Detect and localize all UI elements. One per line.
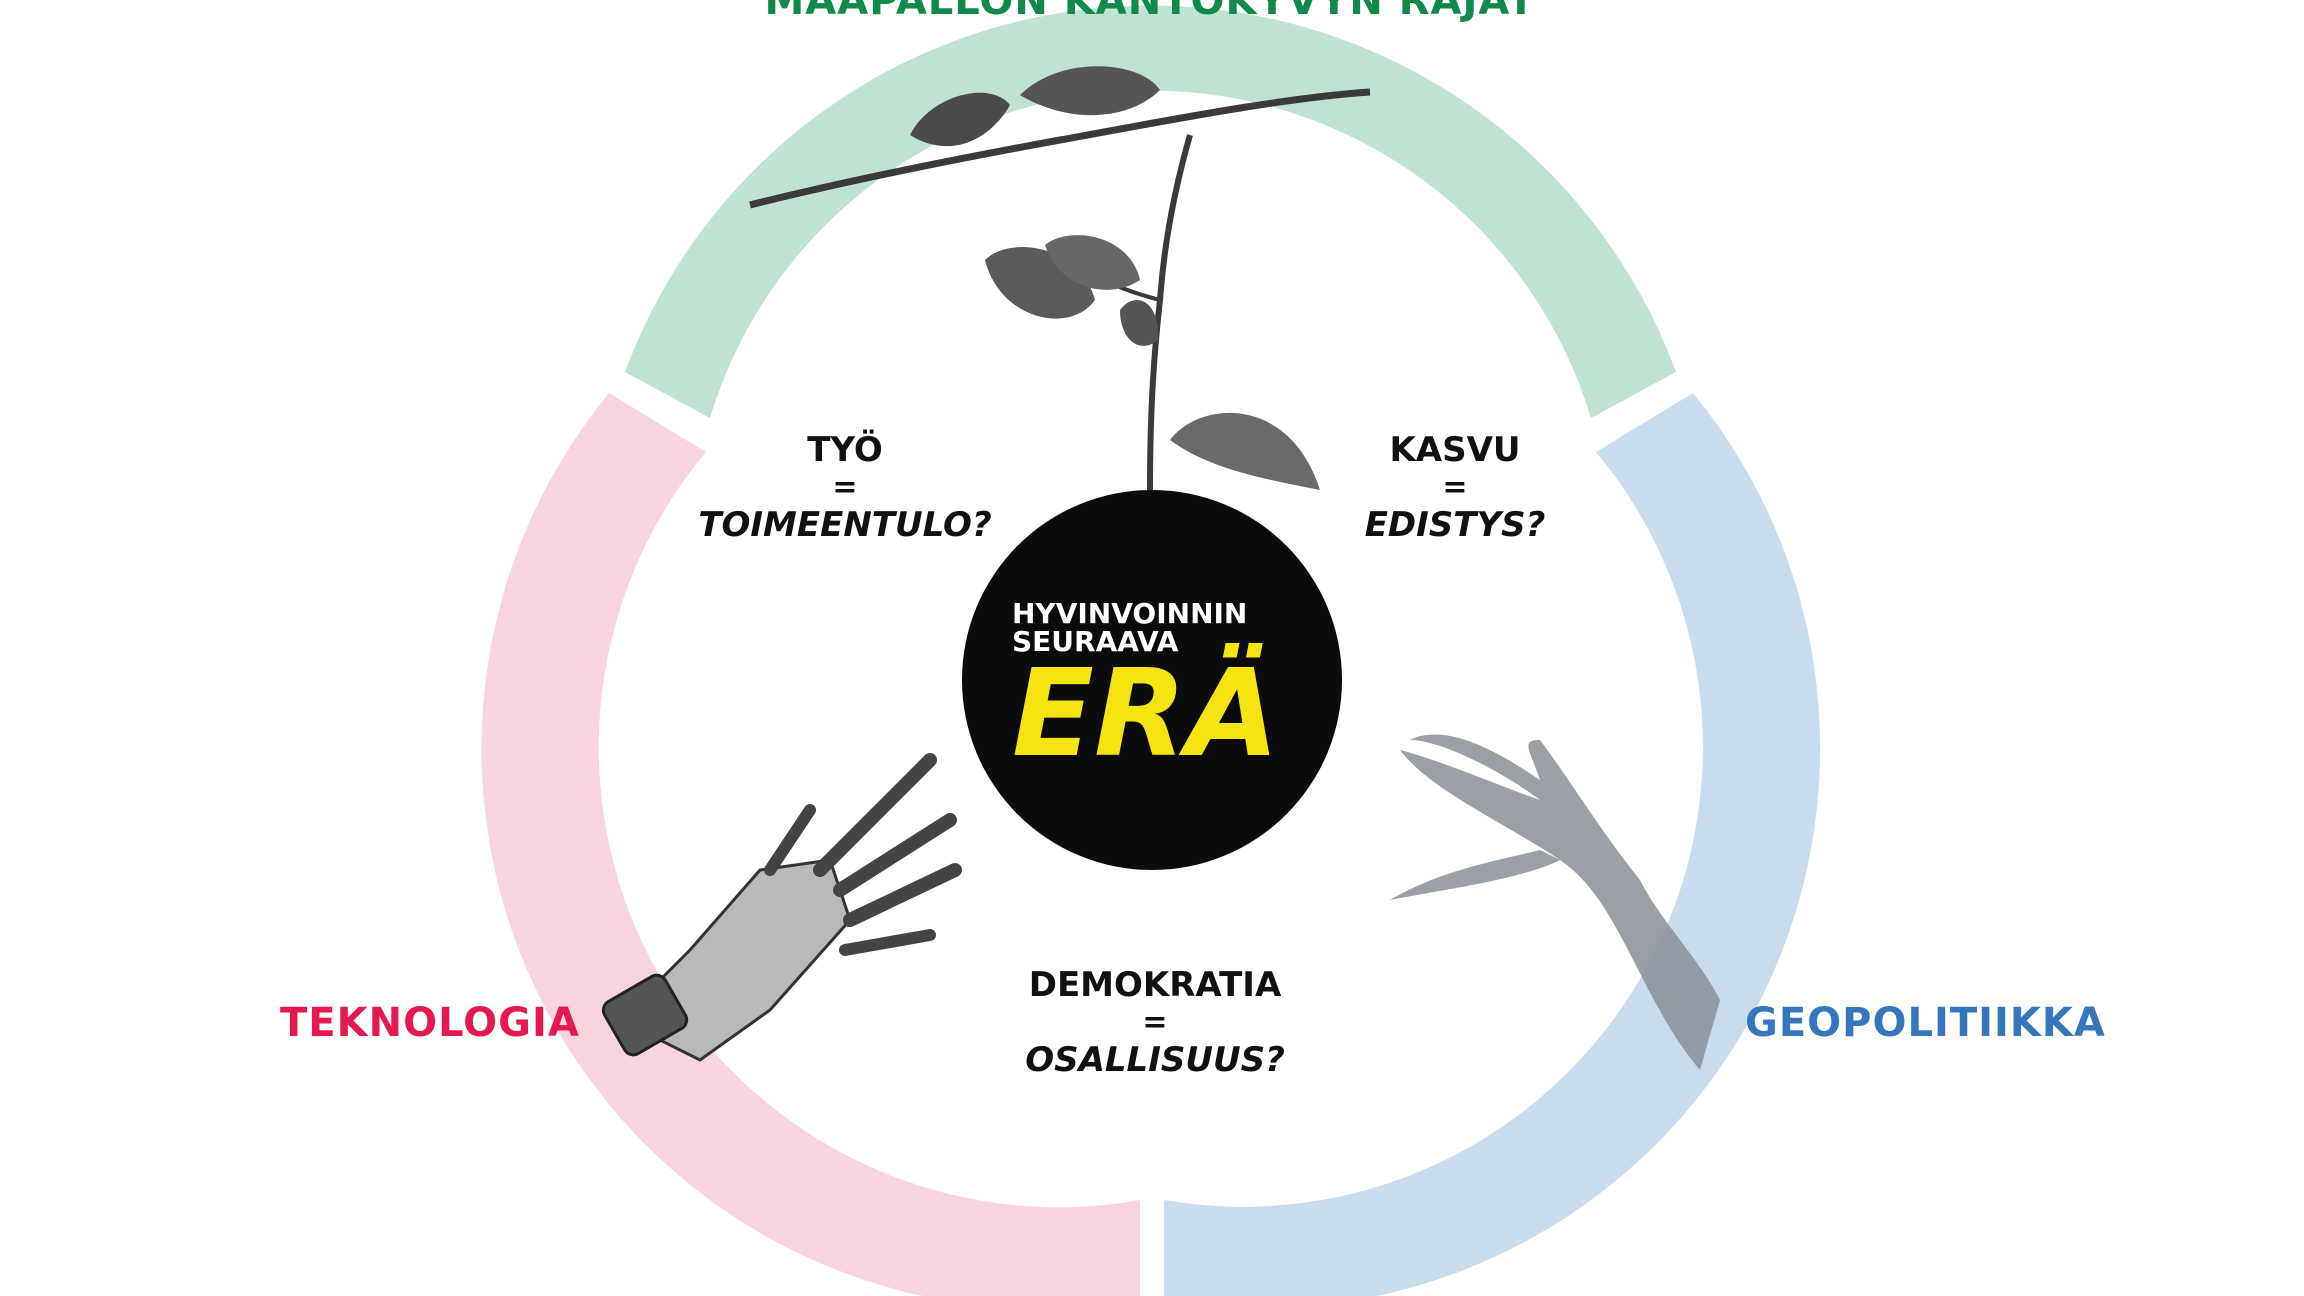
- logo: HYVINVOINNIN SEURAAVA ERÄ: [1012, 597, 1302, 784]
- segment-blue-arc: [1164, 393, 1821, 1296]
- segment-pink-arc: [481, 393, 1140, 1296]
- robot-hand-image: [601, 753, 962, 1062]
- logo-big-text: ERÄ: [1012, 645, 1280, 784]
- question-growth-top: KASVU: [1389, 430, 1521, 470]
- segment-label-right: GEOPOLITIIKKA: [1745, 1000, 2106, 1046]
- question-growth-eq: =: [1442, 470, 1468, 505]
- logo-line2: SEURAAVA: [1012, 625, 1179, 658]
- question-democracy: DEMOKRATIA = OSALLISUUS?: [990, 965, 1320, 1080]
- leaf-icon: [1170, 412, 1320, 490]
- question-growth: KASVU = EDISTYS?: [1320, 430, 1590, 545]
- question-work-eq: =: [832, 470, 858, 505]
- segment-label-left: TEKNOLOGIA: [280, 1000, 580, 1046]
- question-work: TYÖ = TOIMEENTULO?: [690, 430, 1000, 545]
- segment-green-arc: [625, 5, 1676, 418]
- question-democracy-top: DEMOKRATIA: [1028, 965, 1282, 1005]
- ring: [481, 5, 1821, 1296]
- leaf-icon: [910, 92, 1010, 147]
- leaf-icon: [1045, 235, 1140, 290]
- segment-label-top: MAAPALLON KANTOKYVYN RAJAT: [764, 0, 1536, 24]
- question-work-top: TYÖ: [807, 430, 883, 470]
- logo-line1: HYVINVOINNIN: [1012, 597, 1248, 630]
- plant-branch-image: [749, 66, 1371, 491]
- question-work-bottom: TOIMEENTULO?: [698, 505, 992, 545]
- leaf-icon: [1020, 66, 1160, 116]
- question-democracy-bottom: OSALLISUUS?: [1025, 1040, 1285, 1080]
- question-democracy-eq: =: [1142, 1005, 1168, 1040]
- human-hand-image: [1390, 734, 1720, 1070]
- logo-circle: [962, 490, 1342, 870]
- question-growth-bottom: EDISTYS?: [1364, 505, 1546, 545]
- leaf-icon: [1120, 300, 1159, 346]
